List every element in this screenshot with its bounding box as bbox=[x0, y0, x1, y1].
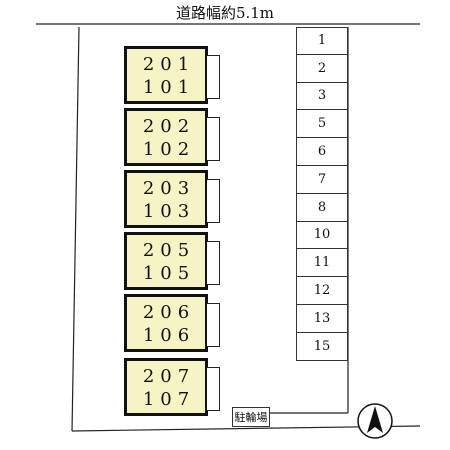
building-203-103: 203 103 bbox=[124, 170, 208, 228]
balcony bbox=[207, 367, 220, 411]
parking-spot: 12 bbox=[296, 277, 348, 305]
road-width-label: 道路幅約5.1m bbox=[175, 4, 275, 22]
unit-number-lower: 106 bbox=[142, 325, 196, 346]
building-205-105: 205 105 bbox=[124, 232, 208, 290]
unit-number-upper: 202 bbox=[142, 116, 196, 137]
parking-column: 1 2 3 5 6 7 8 10 11 12 13 15 bbox=[296, 27, 348, 361]
unit-number-upper: 203 bbox=[142, 178, 196, 199]
parking-spot: 7 bbox=[296, 165, 348, 194]
building-207-107: 207 107 bbox=[124, 358, 208, 416]
parking-spot: 6 bbox=[296, 138, 348, 166]
unit-number-lower: 101 bbox=[142, 77, 196, 98]
unit-number-upper: 206 bbox=[142, 302, 196, 323]
parking-spot: 5 bbox=[296, 110, 348, 139]
building-201-101: 201 101 bbox=[124, 46, 208, 104]
balcony bbox=[207, 303, 220, 347]
unit-number-lower: 107 bbox=[142, 389, 196, 410]
parking-spot: 15 bbox=[296, 332, 348, 361]
parking-spot: 2 bbox=[296, 54, 348, 83]
unit-number-upper: 207 bbox=[142, 366, 196, 387]
balcony bbox=[207, 241, 220, 285]
parking-spot: 10 bbox=[296, 221, 348, 250]
unit-number-lower: 105 bbox=[142, 263, 196, 284]
parking-spot: 8 bbox=[296, 193, 348, 222]
balcony bbox=[207, 117, 220, 161]
balcony bbox=[207, 179, 220, 223]
unit-number-lower: 103 bbox=[142, 201, 196, 222]
north-arrow-icon bbox=[356, 402, 394, 440]
building-202-102: 202 102 bbox=[124, 108, 208, 166]
parking-spot: 11 bbox=[296, 249, 348, 278]
building-206-106: 206 106 bbox=[124, 294, 208, 352]
unit-number-upper: 201 bbox=[142, 54, 196, 75]
unit-number-lower: 102 bbox=[142, 139, 196, 160]
parking-spot: 1 bbox=[296, 27, 348, 55]
bicycle-parking: 駐輪場 bbox=[232, 407, 270, 427]
boundary-left bbox=[71, 26, 80, 432]
unit-number-upper: 205 bbox=[142, 240, 196, 261]
balcony bbox=[207, 55, 220, 99]
parking-spot: 3 bbox=[296, 82, 348, 111]
parking-spot: 13 bbox=[296, 304, 348, 333]
